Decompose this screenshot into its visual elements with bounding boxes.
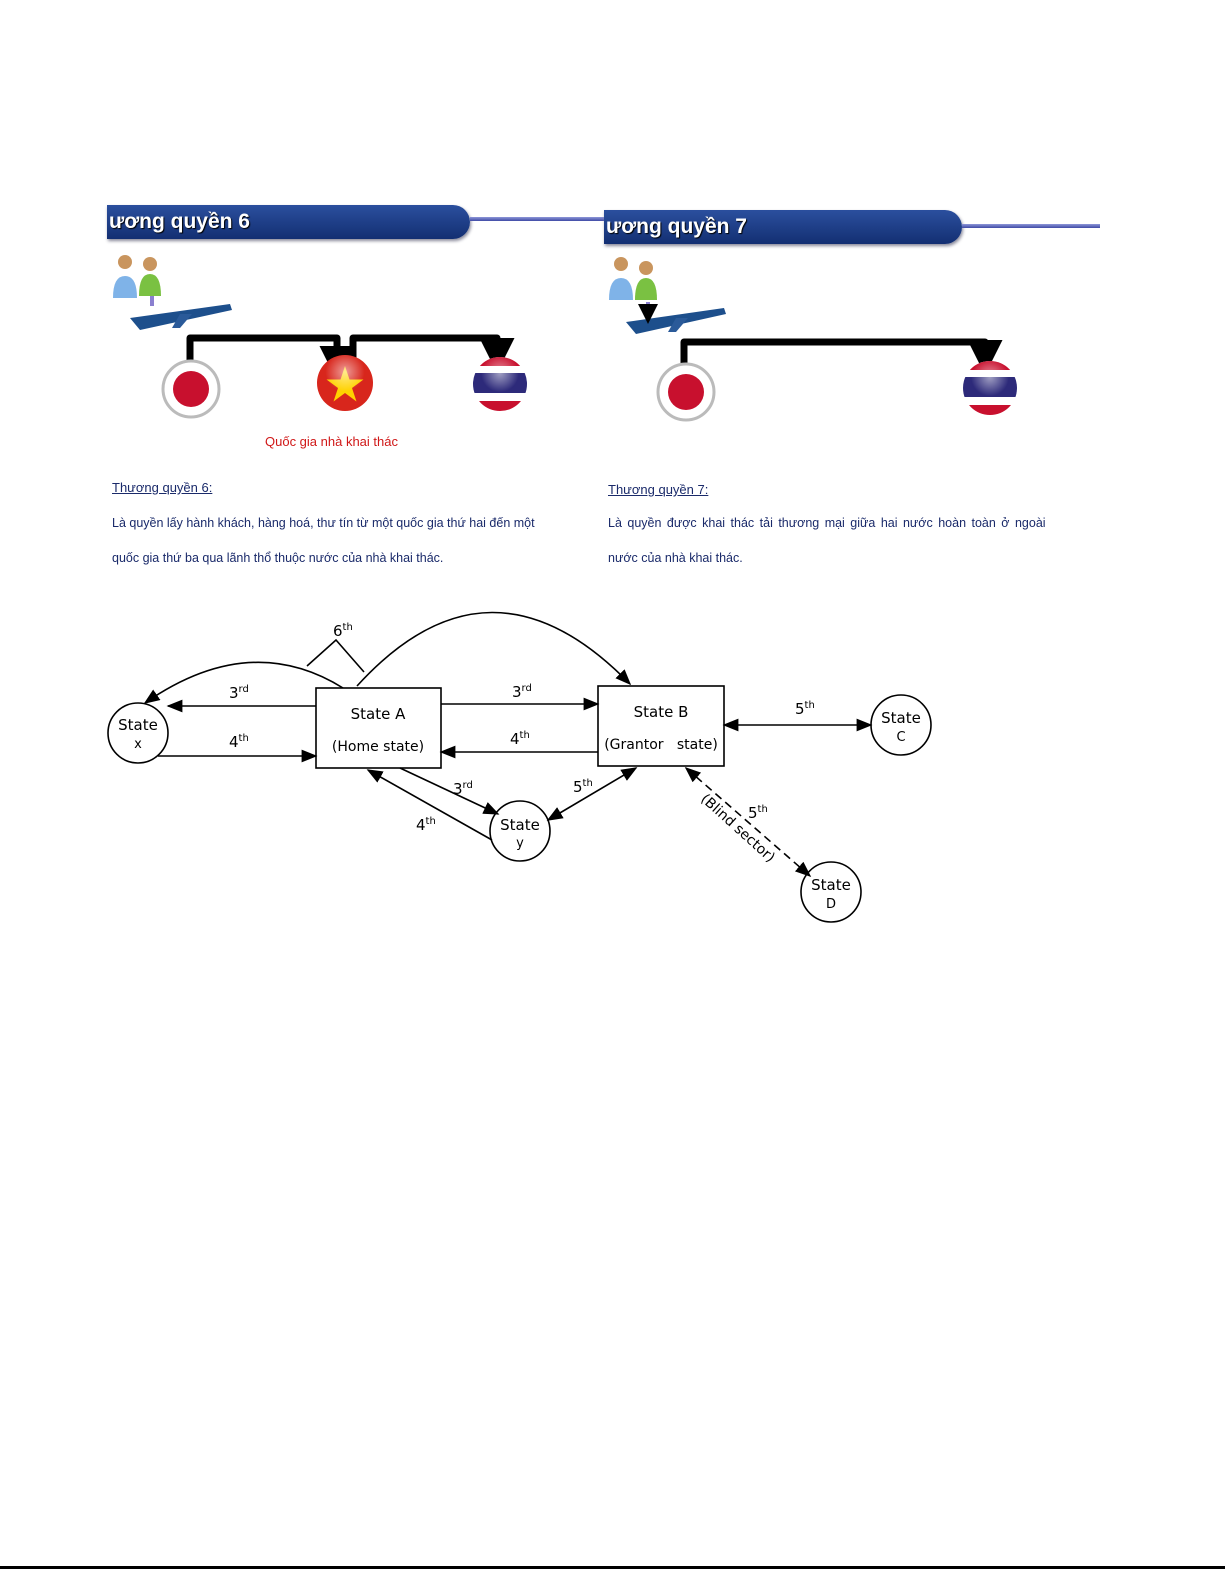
operator-state-caption: Quốc gia nhà khai thác — [265, 434, 398, 449]
state-d-sublabel: D — [826, 897, 836, 912]
freedom-7-panel: ương quyền 7 Thương quyền 7: Là quyền đư… — [604, 200, 1100, 575]
label-3rd-ay: 3rd — [453, 780, 473, 798]
state-d-node — [800, 861, 862, 923]
traffic-rights-diagram — [107, 611, 932, 923]
state-c-label: State — [881, 709, 921, 727]
state-b-sublabel: (Grantor state) — [604, 737, 718, 753]
state-a-label: State A — [351, 705, 406, 723]
state-b-label: State B — [634, 703, 689, 721]
passengers-icon — [113, 255, 657, 300]
state-y-sublabel: y — [516, 836, 524, 851]
thailand-flag-icon — [473, 357, 1017, 415]
label-3rd-ax: 3rd — [229, 684, 249, 702]
state-x-label: State — [118, 716, 158, 734]
route-arrows — [186, 334, 1003, 381]
japan-flag-icon — [161, 359, 716, 422]
header-rule — [962, 224, 1100, 228]
vietnam-flag-icon — [317, 355, 373, 411]
freedom-6-line2: quốc gia thứ ba qua lãnh thổ thuộc nước … — [112, 551, 444, 565]
state-b-node — [597, 685, 725, 767]
state-y-label: State — [500, 816, 540, 834]
state-a-sublabel: (Home state) — [332, 739, 424, 755]
state-y-node — [489, 800, 551, 862]
diagram-labels: State x State A (Home state) State B (Gr… — [118, 622, 921, 912]
label-5th-bc: 5th — [795, 700, 815, 718]
freedom-6-header: ương quyền 6 — [107, 205, 470, 239]
freedom-7-header: ương quyền 7 — [604, 210, 962, 244]
page-bottom-rule — [0, 1566, 1225, 1569]
freedom-7-title: Thương quyền 7: — [608, 482, 709, 497]
freedom-7-line1: Là quyền được khai thác tải thương mại g… — [608, 516, 1046, 530]
label-3rd-ab: 3rd — [512, 683, 532, 701]
state-x-sublabel: x — [134, 737, 142, 752]
label-5th-by: 5th — [573, 778, 593, 796]
freedom-7-line2: nước của nhà khai thác. — [608, 551, 743, 565]
state-c-sublabel: C — [896, 730, 905, 745]
label-4th-ya: 4th — [416, 816, 436, 834]
freedom-6-title: Thương quyền 6: — [112, 480, 213, 495]
airplane-icon — [130, 296, 726, 334]
freedom-6-line1: Là quyền lấy hành khách, hàng hoá, thư t… — [112, 516, 535, 530]
label-5th-bd: 5th — [748, 804, 768, 822]
state-d-label: State — [811, 876, 851, 894]
state-x-node — [107, 702, 169, 764]
header-rule — [470, 217, 604, 221]
label-4th-ba: 4th — [510, 730, 530, 748]
state-a-node — [315, 687, 442, 769]
label-4th-xa: 4th — [229, 733, 249, 751]
label-6th: 6th — [333, 622, 353, 640]
blind-sector-label: (Blind sector) — [697, 791, 778, 866]
